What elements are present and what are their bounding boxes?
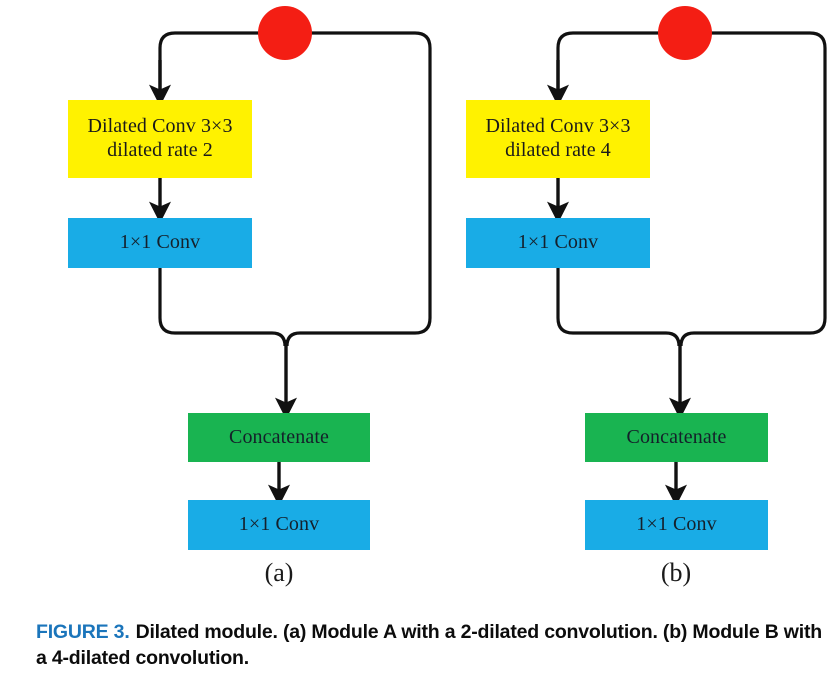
block-output-conv-a-label: 1×1 Conv xyxy=(238,513,320,536)
panel-label-b: (b) xyxy=(660,558,692,587)
red-circle-split-node-a xyxy=(258,6,312,60)
panel-label-a: (a) xyxy=(264,558,294,587)
block-concatenate-a-label: Concatenate xyxy=(229,425,329,448)
branch-path-pointwise-to-merge-b xyxy=(556,268,681,347)
block-dilated-conv-a-line2: dilated rate 2 xyxy=(107,139,213,161)
block-pointwise-conv-a-label: 1×1 Conv xyxy=(119,231,201,254)
block-output-conv-b-label: 1×1 Conv xyxy=(636,513,717,536)
block-output-conv-a[interactable]: 1×1 Conv xyxy=(188,500,370,550)
block-pointwise-conv-b-label: 1×1 Conv xyxy=(517,231,599,254)
red-circle-split-node-b xyxy=(658,6,712,60)
skip-connection-path-b xyxy=(556,31,827,347)
block-dilated-conv-a[interactable]: Dilated Conv 3×3 dilated rate 2 xyxy=(68,100,252,178)
block-concatenate-a[interactable]: Concatenate xyxy=(188,413,370,462)
block-concatenate-b[interactable]: Concatenate xyxy=(585,413,768,462)
figure-caption-text: Dilated module. (a) Module A with a 2-di… xyxy=(36,621,822,669)
block-dilated-conv-b[interactable]: Dilated Conv 3×3 dilated rate 4 xyxy=(466,100,650,178)
skip-connection-path-a xyxy=(158,31,432,347)
block-output-conv-b[interactable]: 1×1 Conv xyxy=(585,500,768,550)
block-pointwise-conv-a[interactable]: 1×1 Conv xyxy=(68,218,252,268)
block-dilated-conv-b-line2: dilated rate 4 xyxy=(505,139,611,161)
figure-number: FIGURE 3. xyxy=(36,621,130,643)
block-pointwise-conv-b[interactable]: 1×1 Conv xyxy=(466,218,650,268)
figure-caption: FIGURE 3.Dilated module. (a) Module A wi… xyxy=(36,620,826,671)
block-dilated-conv-b-line1: Dilated Conv 3×3 xyxy=(485,115,631,138)
block-concatenate-b-label: Concatenate xyxy=(626,425,727,448)
block-dilated-conv-a-line1: Dilated Conv 3×3 xyxy=(87,115,233,138)
branch-path-pointwise-to-merge-a xyxy=(158,268,287,347)
connector-layer xyxy=(148,6,827,507)
dilated-module-diagram: Dilated Conv 3×3 dilated rate 2 1×1 Conv… xyxy=(68,6,827,587)
